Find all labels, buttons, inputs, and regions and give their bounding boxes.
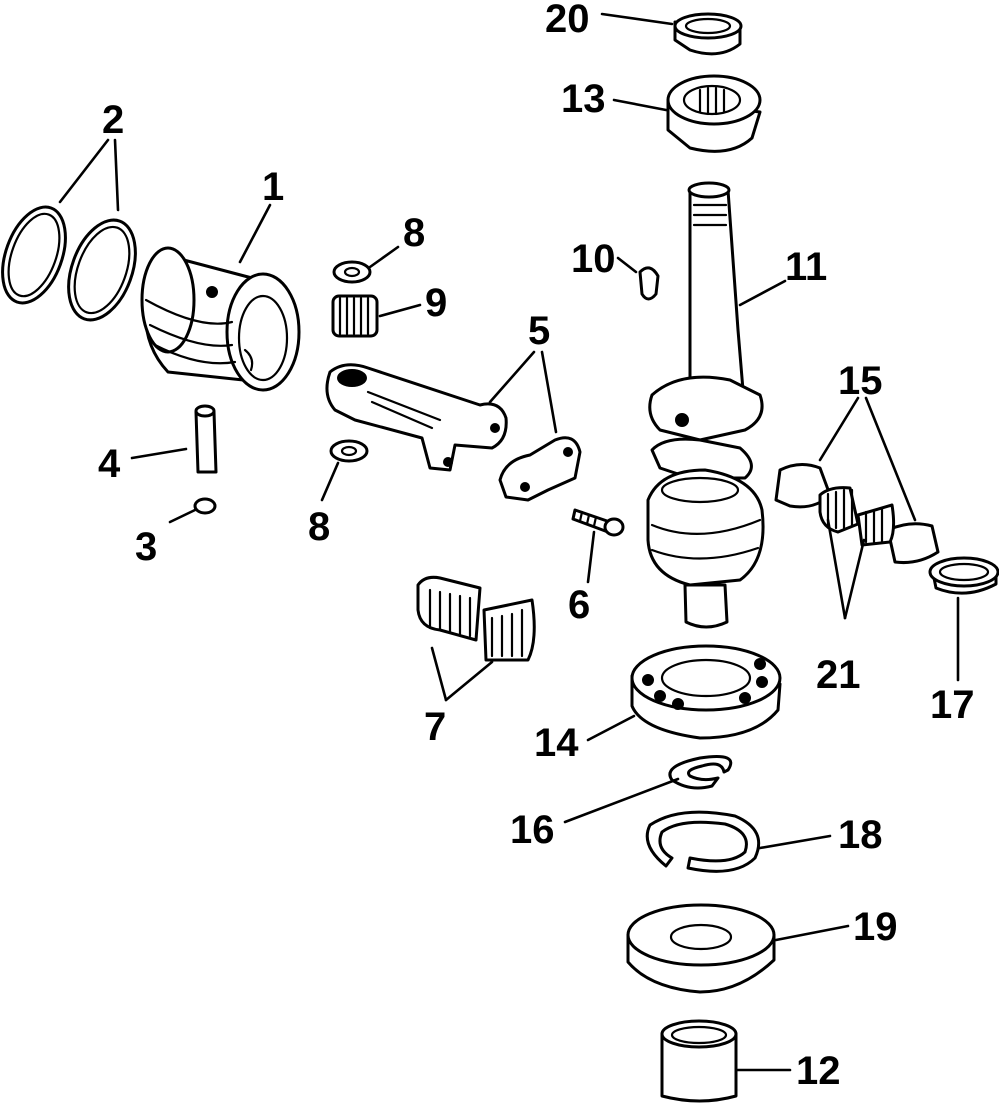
retaining-ring-large xyxy=(645,810,761,873)
callout-2: 2 xyxy=(102,98,124,142)
bearing-cage-right xyxy=(482,598,536,662)
leader-21b xyxy=(843,538,866,620)
leader-8a xyxy=(368,245,400,269)
spacer-washer xyxy=(626,903,776,994)
callout-7: 7 xyxy=(424,705,446,749)
callout-5: 5 xyxy=(528,309,550,353)
thrust-washer-top xyxy=(332,260,372,284)
callout-20: 20 xyxy=(545,0,590,41)
callout-12: 12 xyxy=(796,1049,841,1093)
needle-bearing xyxy=(331,294,379,338)
leader-9 xyxy=(378,303,422,318)
leader-15a xyxy=(818,396,860,462)
woodruff-key xyxy=(638,266,660,301)
leader-5a xyxy=(488,350,536,404)
seal xyxy=(673,12,743,56)
leader-2a xyxy=(58,138,110,204)
callout-15: 15 xyxy=(838,359,883,403)
leader-18 xyxy=(758,834,832,850)
retaining-ring xyxy=(193,497,217,515)
leader-10 xyxy=(616,256,638,274)
callout-16: 16 xyxy=(510,808,555,852)
ball-bearing xyxy=(630,644,782,740)
split-cage-right xyxy=(856,503,896,547)
leader-7b xyxy=(444,660,494,702)
leader-5b xyxy=(540,350,558,434)
callout-18: 18 xyxy=(838,813,883,857)
callout-8-bottom: 8 xyxy=(308,505,330,549)
snap-ring-small xyxy=(668,755,733,790)
callout-4: 4 xyxy=(98,442,121,486)
main-bearing-half-right xyxy=(886,522,940,564)
leader-2b xyxy=(113,138,120,212)
bushing xyxy=(660,1019,738,1103)
connecting-rod-cap xyxy=(498,436,582,502)
callout-11: 11 xyxy=(785,245,827,289)
callout-3: 3 xyxy=(135,525,157,569)
ring-17 xyxy=(928,556,999,595)
crankshaft xyxy=(646,181,765,629)
leader-20 xyxy=(600,12,674,26)
callout-14: 14 xyxy=(534,721,579,765)
connecting-rod xyxy=(325,363,508,472)
leader-19 xyxy=(774,924,850,942)
piston-ring-2a xyxy=(1,205,67,305)
piston xyxy=(140,246,301,392)
piston-ring-2b xyxy=(67,218,137,322)
upper-roller-bearing xyxy=(666,74,762,153)
callout-6: 6 xyxy=(568,583,590,627)
leader-8b xyxy=(320,461,340,502)
callout-9: 9 xyxy=(425,281,447,325)
callout-21: 21 xyxy=(816,653,861,697)
leader-1 xyxy=(238,203,272,264)
callout-10: 10 xyxy=(571,237,616,281)
callout-17: 17 xyxy=(930,683,975,727)
leader-6 xyxy=(586,530,596,584)
leader-lines xyxy=(58,12,960,1072)
leader-15b xyxy=(864,396,917,522)
callout-13: 13 xyxy=(561,77,606,121)
split-cage-left xyxy=(818,486,860,534)
leader-14 xyxy=(586,714,636,742)
leader-11 xyxy=(738,279,787,307)
leader-3 xyxy=(168,508,197,524)
thrust-washer-bottom xyxy=(329,439,369,463)
rod-cap-screw xyxy=(571,508,625,537)
leader-16 xyxy=(563,777,680,824)
callout-8-top: 8 xyxy=(403,211,425,255)
leader-4 xyxy=(130,447,188,460)
wrist-pin xyxy=(194,404,218,474)
leader-7a xyxy=(430,646,448,702)
leader-21a xyxy=(826,518,847,620)
callout-19: 19 xyxy=(853,905,898,949)
leader-13 xyxy=(612,98,668,112)
callouts: 1 2 3 4 5 6 7 8 8 9 10 11 12 13 14 15 16… xyxy=(98,0,975,1093)
callout-1: 1 xyxy=(262,165,284,209)
bearing-cage-left xyxy=(416,575,482,642)
